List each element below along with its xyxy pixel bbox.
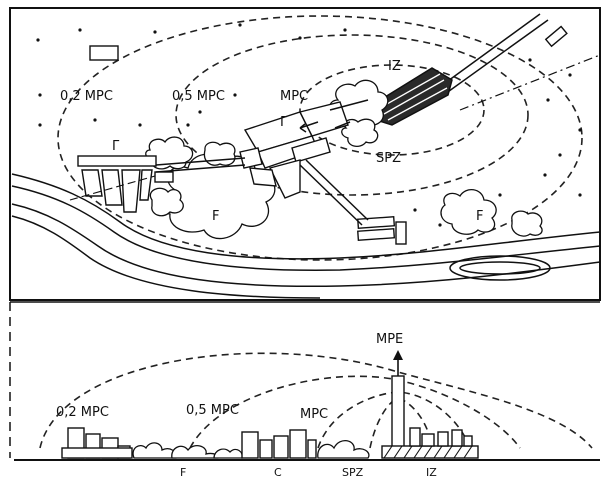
plan-label-city-west: Г <box>112 139 120 154</box>
stack <box>391 375 405 449</box>
section-label-mpc: MPC <box>300 407 328 422</box>
plan-label-forest-east: F <box>476 209 483 224</box>
scattered-dots <box>36 23 582 227</box>
section-label-city: C <box>274 466 282 479</box>
plan-label-city-center: Г <box>280 115 288 130</box>
contour-02-mpc <box>57 15 583 261</box>
house-north <box>89 45 119 61</box>
tree-cluster-forest-center <box>149 153 276 240</box>
section-trees-forest <box>132 442 243 459</box>
section-contour-05-mpc <box>189 375 521 449</box>
contour-05-mpc <box>175 34 529 196</box>
section-trees-sanitary <box>317 440 370 459</box>
section-label-05-mpc: 0,5 MPC <box>186 403 239 418</box>
oval-track <box>449 255 551 281</box>
section-contour-inner <box>369 397 433 449</box>
plan-label-iz: IZ <box>388 59 401 74</box>
house-northeast <box>544 25 568 48</box>
section-label-mpe: MPE <box>376 332 403 347</box>
section-contour-02-mpc <box>39 352 593 449</box>
section-label-forest: F <box>180 466 186 479</box>
section-buildings-left <box>61 427 133 459</box>
plan-view: 0,2 MPC 0,5 MPC MPC IZ SPZ F F Г Г <box>9 7 601 301</box>
contour-mpc <box>299 64 485 156</box>
arrow-icon <box>334 121 351 129</box>
plan-label-05-mpc: 0,5 MPC <box>172 89 225 104</box>
section-buildings-center <box>241 429 317 459</box>
section-view: MPE 0,2 MPC 0,5 MPC MPC F C SPZ IZ <box>14 332 600 479</box>
road-network <box>69 99 369 226</box>
arrow-icon <box>299 121 319 133</box>
section-label-spz: SPZ <box>342 466 364 479</box>
plan-label-02-mpc: 0,2 MPC <box>60 89 113 104</box>
section-label-02-mpc: 0,2 MPC <box>56 405 109 420</box>
plan-label-forest-center: F <box>212 209 219 224</box>
mpe-arrowhead-icon <box>393 350 403 360</box>
plan-label-mpc: MPC <box>280 89 308 104</box>
river <box>11 173 601 299</box>
section-industrial-zone <box>381 427 479 459</box>
section-label-iz: IZ <box>426 466 437 479</box>
plan-label-spz: SPZ <box>376 151 401 166</box>
tree-cluster-forest-east <box>440 189 543 237</box>
